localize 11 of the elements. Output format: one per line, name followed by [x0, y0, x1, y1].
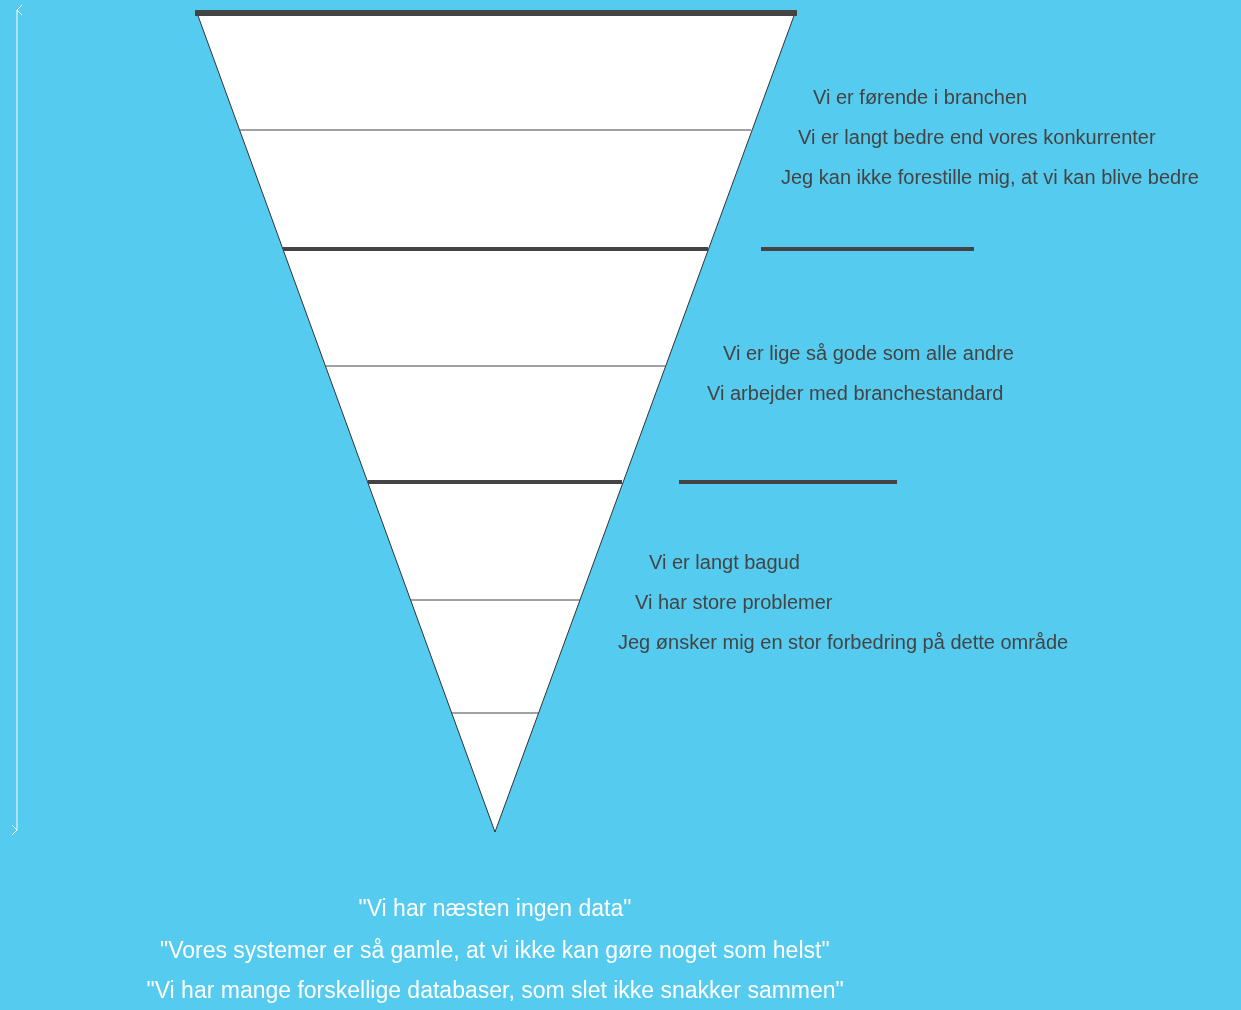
statement-text: Jeg ønsker mig en stor forbedring på dette område: [618, 630, 1069, 654]
statement-text: Vi er førende i branchen: [813, 85, 1028, 109]
statement-text: Jeg kan ikke forestille mig, at vi kan blive bedre: [781, 165, 1199, 189]
statement-text: Vi er langt bagud: [649, 550, 800, 574]
quote-text: "Vi har næsten ingen data": [358, 895, 632, 922]
statement-text: Vi er langt bedre end vores konkurrenter: [798, 125, 1156, 149]
quote-text: "Vi har mange forskellige databaser, som slet ikke snakker sammen": [146, 977, 844, 1004]
quote-text: "Vores systemer er så gamle, at vi ikke kan gøre noget som helst": [160, 937, 830, 964]
statement-text: Vi er lige så gode som alle andre: [723, 341, 1014, 365]
statement-text: Vi har store problemer: [635, 590, 833, 614]
statement-text: Vi arbejder med branchestandard: [707, 381, 1004, 405]
